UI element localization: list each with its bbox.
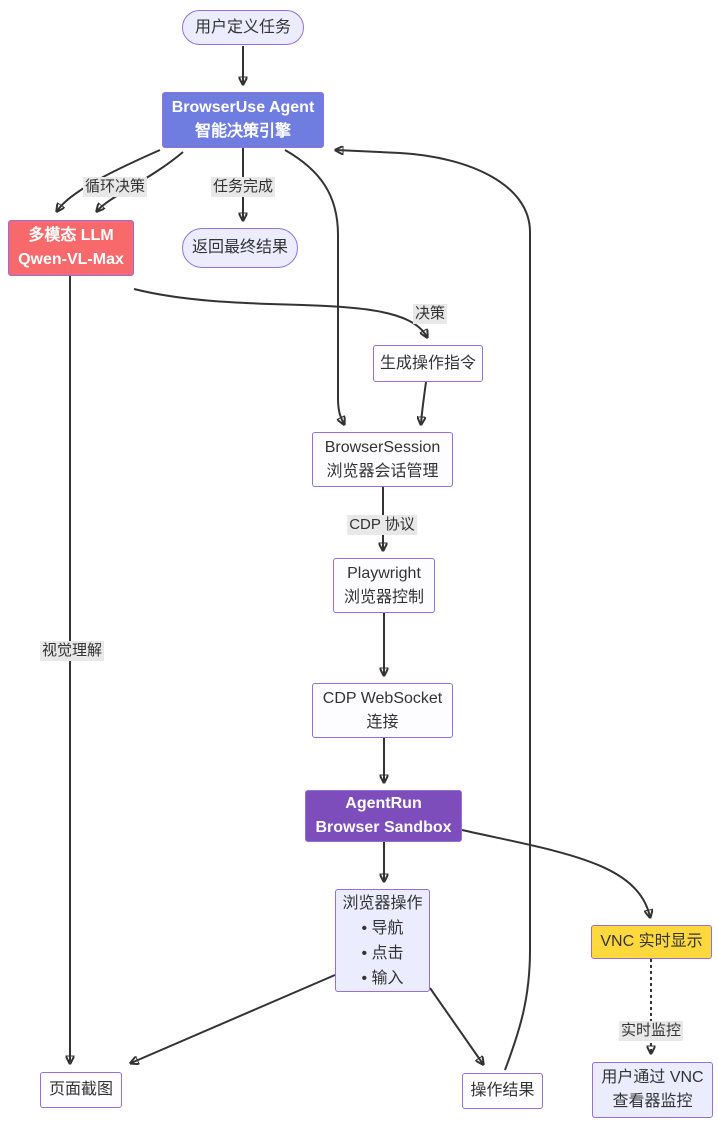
edge-agent-to-browser-session (284, 149, 344, 424)
edge-label-visual-understanding: 视觉理解 (39, 641, 105, 661)
edge-agentrun-to-vnc (461, 829, 650, 917)
node-browser-session-line2: 浏览器会话管理 (326, 462, 439, 480)
node-user-task: 用户定义任务 (182, 10, 304, 45)
node-agentrun-sandbox: AgentRun Browser Sandbox (305, 790, 462, 842)
node-vnc-viewer-line2: 查看器监控 (612, 1093, 693, 1110)
node-multimodal-llm-line2: Qwen-VL-Max (18, 251, 124, 268)
node-op-result-label: 操作结果 (470, 1082, 535, 1099)
edge-llm-to-gen-instruction (133, 288, 427, 337)
node-page-screenshot: 页面截图 (40, 1072, 122, 1108)
node-user-task-label: 用户定义任务 (194, 18, 291, 36)
edge-ops-to-screenshot (131, 974, 336, 1063)
node-browser-session: BrowserSession 浏览器会话管理 (312, 432, 453, 487)
node-page-screenshot-label: 页面截图 (48, 1081, 113, 1098)
edge-label-decision: 决策 (412, 304, 448, 324)
node-browseruse-agent-line1: BrowserUse Agent (171, 99, 315, 116)
edge-label-loop-decision: 循环决策 (82, 177, 148, 197)
edge-ops-to-op-result (429, 987, 483, 1064)
node-playwright: Playwright 浏览器控制 (333, 558, 435, 613)
node-cdp-websocket-line2: 连接 (366, 713, 399, 731)
node-browseruse-agent: BrowserUse Agent 智能决策引擎 (162, 92, 324, 148)
node-vnc-display: VNC 实时显示 (591, 925, 712, 959)
node-browseruse-agent-line2: 智能决策引擎 (194, 123, 291, 140)
edge-label-cdp-protocol: CDP 协议 (347, 515, 417, 535)
node-gen-instruction: 生成操作指令 (373, 345, 483, 382)
node-final-result: 返回最终结果 (182, 228, 298, 268)
node-op-result: 操作结果 (462, 1073, 543, 1109)
node-multimodal-llm-line1: 多模态 LLM (28, 227, 114, 244)
node-vnc-viewer-line1: 用户通过 VNC (601, 1069, 704, 1086)
edge-label-task-done: 任务完成 (210, 177, 276, 197)
node-browser-ops-bullet-input: • 输入 (361, 969, 404, 987)
node-browser-session-line1: BrowserSession (324, 438, 441, 456)
edge-op-result-to-agent (336, 150, 531, 1071)
node-browser-ops-title: 浏览器操作 (342, 894, 423, 912)
node-agentrun-sandbox-line1: AgentRun (345, 795, 422, 812)
node-playwright-line2: 浏览器控制 (343, 588, 424, 606)
node-agentrun-sandbox-line2: Browser Sandbox (315, 819, 452, 836)
node-gen-instruction-label: 生成操作指令 (379, 354, 476, 372)
node-browser-ops-bullet-click: • 点击 (361, 944, 404, 962)
node-playwright-line1: Playwright (347, 564, 421, 582)
node-browser-ops-bullet-nav: • 导航 (361, 919, 404, 937)
node-vnc-viewer: 用户通过 VNC 查看器监控 (592, 1062, 713, 1118)
node-final-result-label: 返回最终结果 (191, 239, 288, 256)
node-cdp-websocket-line1: CDP WebSocket (322, 689, 443, 707)
node-vnc-display-label: VNC 实时显示 (600, 933, 703, 950)
node-multimodal-llm: 多模态 LLM Qwen-VL-Max (8, 220, 134, 276)
node-browser-ops: 浏览器操作 • 导航 • 点击 • 输入 (335, 889, 430, 992)
edge-gen-instruction-to-browser-session (421, 381, 427, 424)
node-cdp-websocket: CDP WebSocket 连接 (312, 683, 453, 738)
edge-label-realtime-monitor: 实时监控 (618, 1021, 684, 1041)
